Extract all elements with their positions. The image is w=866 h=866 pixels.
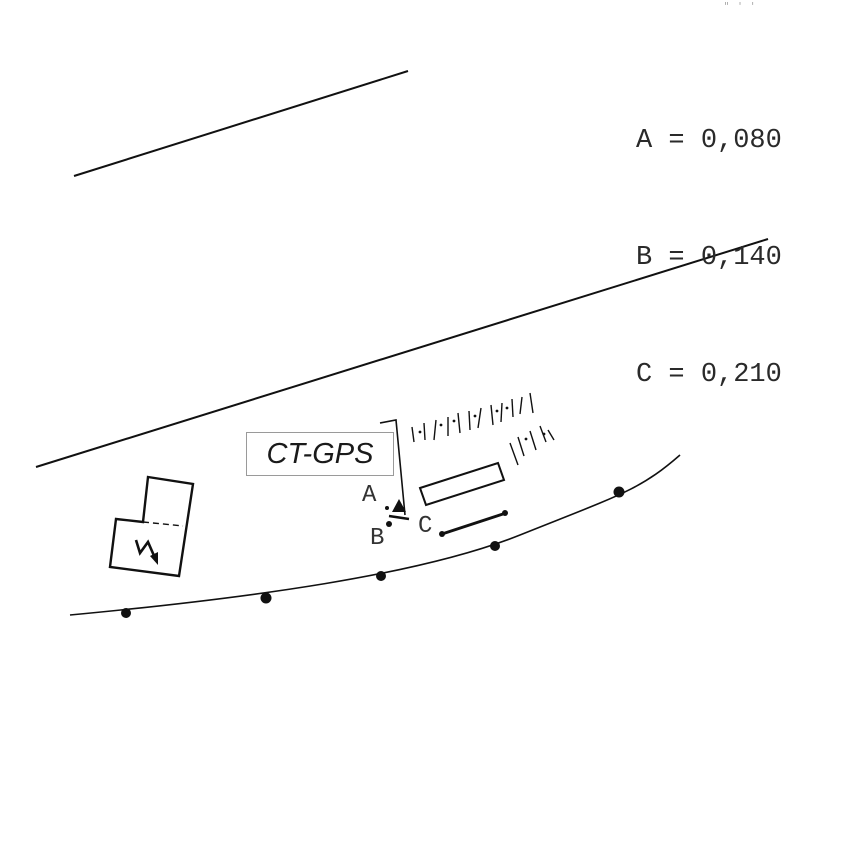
station-label: CT-GPS (266, 437, 374, 470)
road-edge-lower (35, 238, 769, 468)
point-a-marker (385, 506, 389, 510)
building-arrow-icon (134, 539, 157, 559)
hatch-marks (411, 392, 555, 466)
building-outline (108, 475, 195, 578)
legend-row-c: C = 0,210 (636, 360, 782, 390)
boundary-marker (490, 541, 500, 551)
hatch-dots (418, 406, 546, 441)
boundary-marker (376, 571, 386, 581)
station-triangle-icon (392, 499, 406, 512)
point-b-bar (388, 514, 410, 521)
rectangle-structure (418, 461, 506, 507)
corner-marks: " ' ' (724, 0, 758, 13)
boundary-marker (260, 592, 272, 604)
point-c-label: C (418, 513, 433, 540)
boundary-marker (121, 608, 131, 618)
boundary-marker (613, 486, 625, 498)
point-c-marker-left (439, 531, 445, 537)
point-c-marker-right (502, 510, 508, 516)
point-b-label: B (370, 525, 385, 552)
road-edge-upper (73, 70, 409, 177)
building-dashed-line (142, 521, 184, 527)
point-c-bar (441, 511, 507, 536)
building-arrow-head (150, 552, 158, 565)
station-pillar (379, 419, 406, 516)
station-label-box: CT-GPS (246, 432, 394, 476)
point-a-label: A (362, 482, 377, 509)
point-b-marker (386, 521, 392, 527)
offset-legend: A = 0,080 B = 0,140 C = 0,210 (636, 44, 782, 434)
legend-row-b: B = 0,140 (636, 243, 782, 273)
legend-row-a: A = 0,080 (636, 126, 782, 156)
curved-boundary-line (69, 454, 681, 616)
